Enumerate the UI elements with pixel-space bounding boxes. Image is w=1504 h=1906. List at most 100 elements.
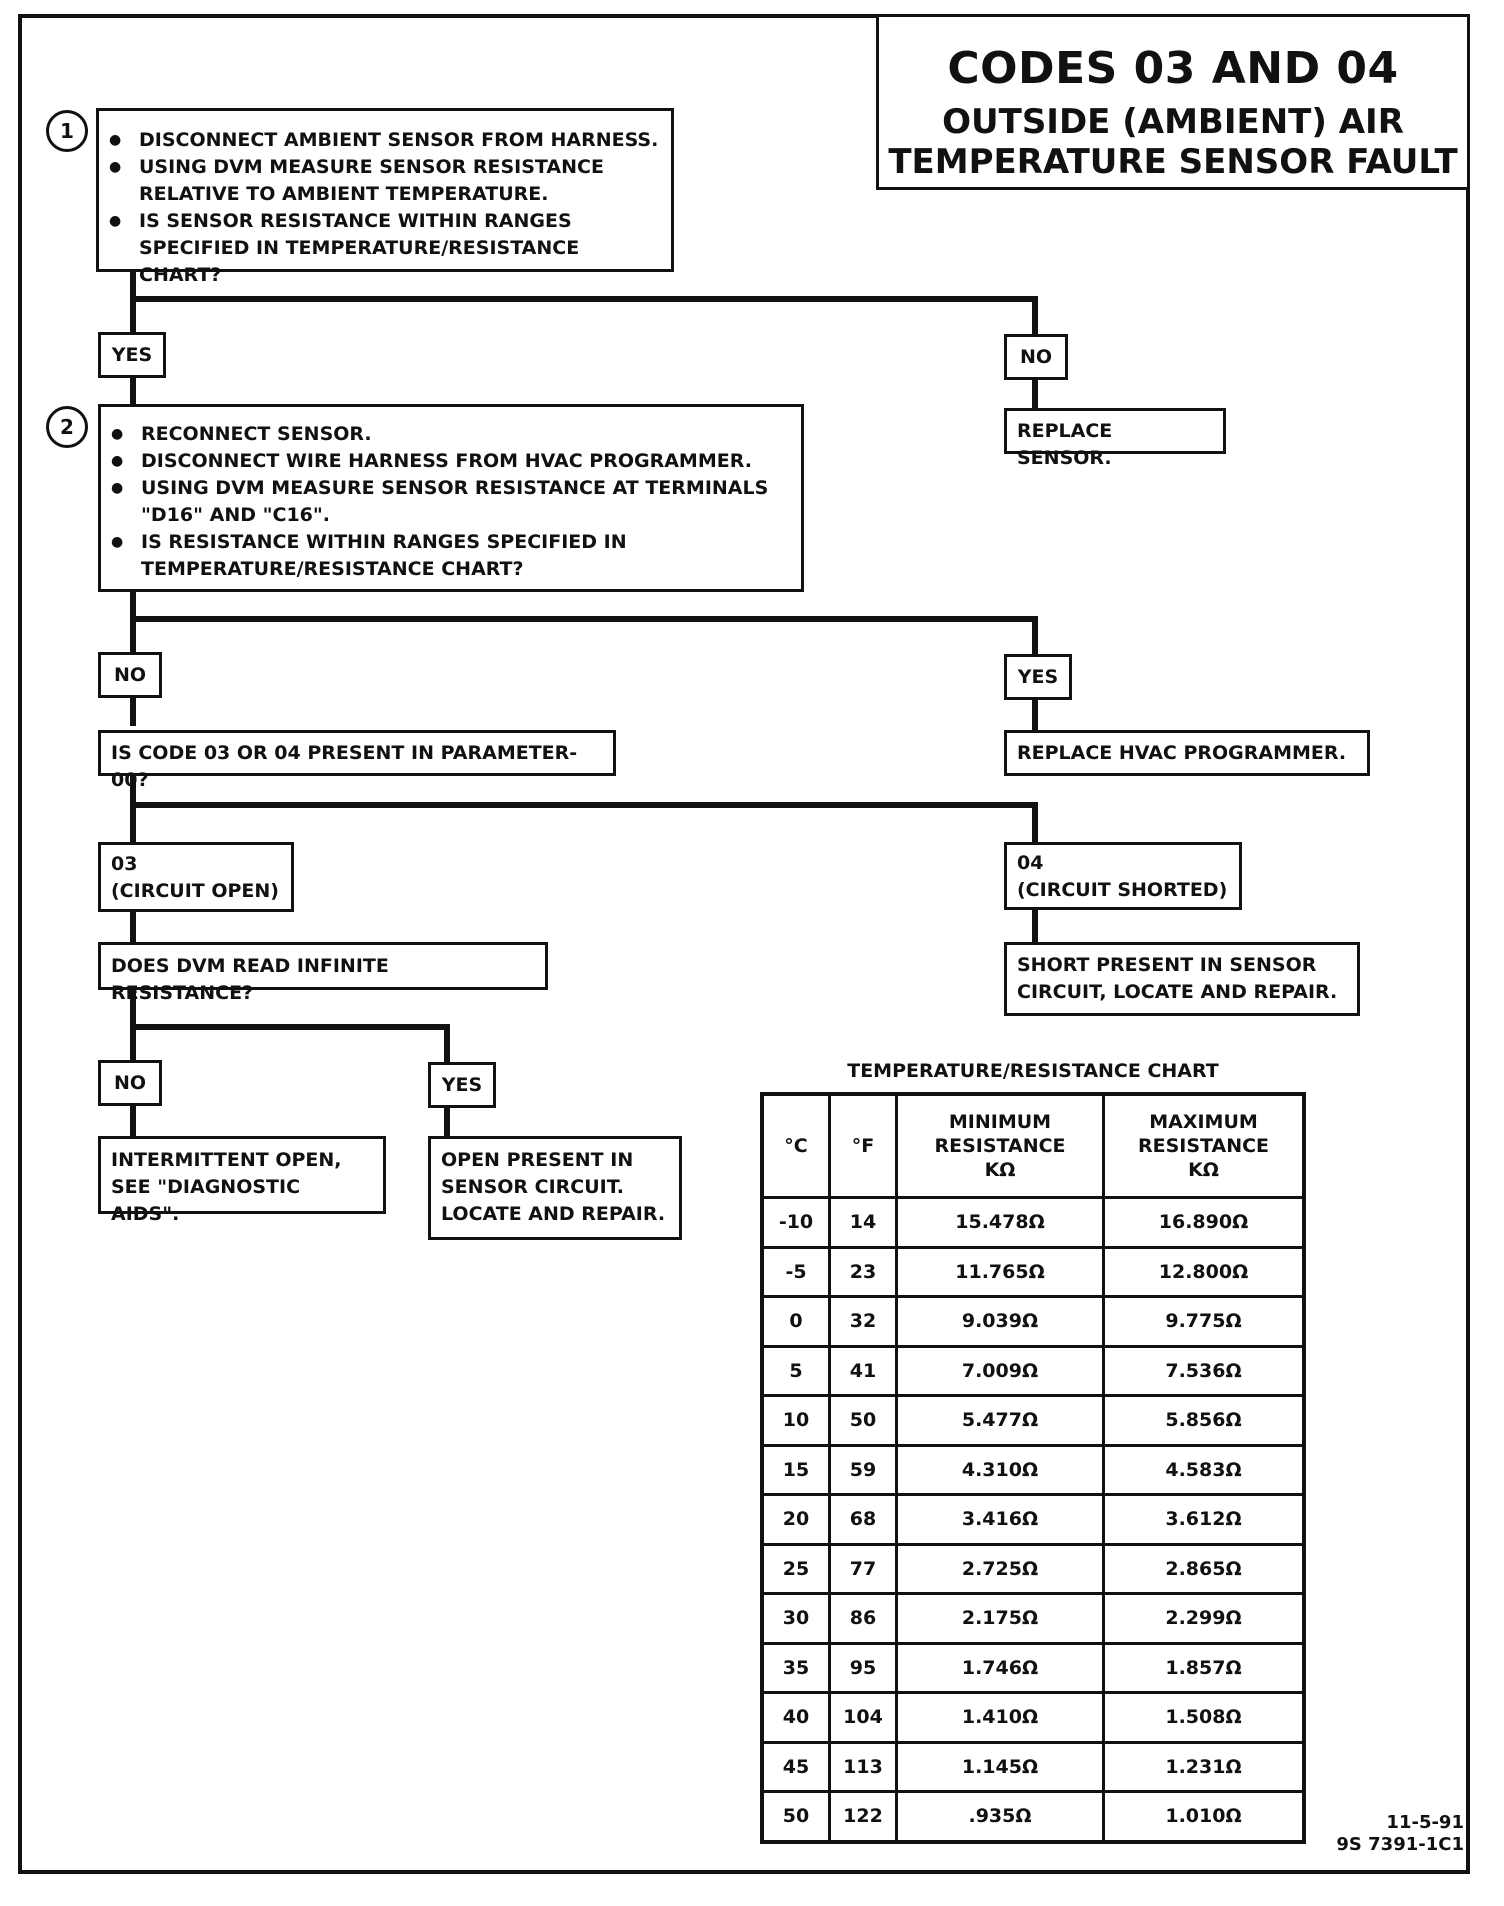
header-max-resistance: MAXIMUM RESISTANCE KΩ	[1102, 1092, 1306, 1199]
cell-min-resistance: 1.410Ω	[895, 1691, 1105, 1744]
subtitle-line-2: TEMPERATURE SENSOR FAULT	[888, 142, 1458, 182]
cell-fahrenheit: 23	[828, 1245, 898, 1298]
cell-celsius: 30	[760, 1592, 831, 1645]
cell-min-resistance: .935Ω	[895, 1790, 1105, 1843]
step-2-item: DISCONNECT WIRE HARNESS FROM HVAC PROGRA…	[101, 448, 791, 475]
connector	[444, 1024, 450, 1066]
step-2-item: RECONNECT SENSOR.	[101, 421, 791, 448]
yes-label: YES	[1004, 654, 1072, 700]
cell-max-resistance: 9.775Ω	[1102, 1295, 1306, 1348]
replace-programmer-box: REPLACE HVAC PROGRAMMER.	[1004, 730, 1370, 776]
cell-max-resistance: 1.010Ω	[1102, 1790, 1306, 1843]
cell-fahrenheit: 86	[828, 1592, 898, 1645]
step-2-item: IS RESISTANCE WITHIN RANGES SPECIFIED IN…	[101, 529, 791, 583]
short-present-line: CIRCUIT, LOCATE AND REPAIR.	[1017, 981, 1338, 1003]
cell-min-resistance: 2.725Ω	[895, 1542, 1105, 1595]
cell-fahrenheit: 113	[828, 1740, 898, 1793]
step-2-item: USING DVM MEASURE SENSOR RESISTANCE AT T…	[101, 475, 791, 529]
connector	[1032, 296, 1038, 336]
yes-label: YES	[98, 332, 166, 378]
connector	[444, 1102, 450, 1138]
intermittent-line: SEE "DIAGNOSTIC AIDS".	[111, 1176, 301, 1225]
code-present-text: IS CODE 03 OR 04 PRESENT IN PARAMETER-00…	[111, 742, 578, 791]
code-03-desc: (CIRCUIT OPEN)	[111, 880, 279, 902]
connector	[130, 616, 1038, 622]
cell-fahrenheit: 104	[828, 1691, 898, 1744]
temperature-resistance-table: °C °F MINIMUM RESISTANCE KΩ MAXIMUM RESI…	[760, 1092, 1306, 1844]
dvm-infinite-text: DOES DVM READ INFINITE RESISTANCE?	[111, 955, 389, 1004]
cell-fahrenheit: 41	[828, 1344, 898, 1397]
short-present-line: SHORT PRESENT IN SENSOR	[1017, 954, 1317, 976]
intermittent-line: INTERMITTENT OPEN,	[111, 1149, 342, 1171]
cell-max-resistance: 2.865Ω	[1102, 1542, 1306, 1595]
cell-fahrenheit: 14	[828, 1196, 898, 1249]
cell-max-resistance: 12.800Ω	[1102, 1245, 1306, 1298]
cell-min-resistance: 7.009Ω	[895, 1344, 1105, 1397]
cell-celsius: -10	[760, 1196, 831, 1249]
cell-celsius: -5	[760, 1245, 831, 1298]
cell-fahrenheit: 32	[828, 1295, 898, 1348]
page-subtitle: OUTSIDE (AMBIENT) AIR TEMPERATURE SENSOR…	[879, 102, 1467, 182]
cell-min-resistance: 4.310Ω	[895, 1443, 1105, 1496]
code-04-box: 04 (CIRCUIT SHORTED)	[1004, 842, 1242, 910]
title-box: CODES 03 AND 04 OUTSIDE (AMBIENT) AIR TE…	[876, 14, 1470, 190]
replace-sensor-text: REPLACE SENSOR.	[1017, 420, 1113, 469]
cell-max-resistance: 2.299Ω	[1102, 1592, 1306, 1645]
code-04-number: 04	[1017, 852, 1044, 874]
header-fahrenheit: °F	[828, 1092, 898, 1199]
header-max-resistance-text: MAXIMUM RESISTANCE KΩ	[1137, 1111, 1270, 1181]
cell-max-resistance: 1.231Ω	[1102, 1740, 1306, 1793]
cell-fahrenheit: 68	[828, 1493, 898, 1546]
header-min-resistance-text: MINIMUM RESISTANCE KΩ	[934, 1111, 1066, 1181]
cell-celsius: 15	[760, 1443, 831, 1496]
cell-max-resistance: 3.612Ω	[1102, 1493, 1306, 1546]
cell-celsius: 10	[760, 1394, 831, 1447]
connector	[130, 1100, 136, 1138]
code-03-box: 03 (CIRCUIT OPEN)	[98, 842, 294, 912]
cell-min-resistance: 15.478Ω	[895, 1196, 1105, 1249]
no-label: NO	[98, 652, 162, 698]
cell-min-resistance: 11.765Ω	[895, 1245, 1105, 1298]
step-number-2: 2	[46, 406, 88, 448]
cell-celsius: 0	[760, 1295, 831, 1348]
cell-min-resistance: 1.746Ω	[895, 1641, 1105, 1694]
connector	[130, 908, 136, 942]
no-label: NO	[98, 1060, 162, 1106]
step-1-box: DISCONNECT AMBIENT SENSOR FROM HARNESS. …	[96, 108, 674, 286]
step-2-box: RECONNECT SENSOR. DISCONNECT WIRE HARNES…	[98, 404, 804, 592]
cell-max-resistance: 1.857Ω	[1102, 1641, 1306, 1694]
cell-fahrenheit: 122	[828, 1790, 898, 1843]
connector	[130, 1024, 450, 1030]
cell-min-resistance: 2.175Ω	[895, 1592, 1105, 1645]
cell-fahrenheit: 50	[828, 1394, 898, 1447]
connector	[130, 590, 136, 654]
connector	[130, 296, 1038, 302]
dvm-infinite-box: DOES DVM READ INFINITE RESISTANCE?	[98, 942, 548, 1004]
cell-celsius: 45	[760, 1740, 831, 1793]
page-frame	[18, 14, 1470, 1874]
connector	[1032, 697, 1038, 731]
open-present-box: OPEN PRESENT IN SENSOR CIRCUIT. LOCATE A…	[428, 1136, 682, 1240]
code-03-number: 03	[111, 853, 138, 875]
no-label: NO	[1004, 334, 1068, 380]
cell-fahrenheit: 59	[828, 1443, 898, 1496]
footer-date: 11-5-91	[1386, 1812, 1464, 1833]
step-number-1: 1	[46, 110, 88, 152]
step-1-item: USING DVM MEASURE SENSOR RESISTANCE RELA…	[99, 154, 661, 208]
cell-min-resistance: 5.477Ω	[895, 1394, 1105, 1447]
replace-sensor-box: REPLACE SENSOR.	[1004, 408, 1226, 469]
connector	[1032, 906, 1038, 942]
cell-celsius: 25	[760, 1542, 831, 1595]
header-min-resistance: MINIMUM RESISTANCE KΩ	[895, 1092, 1105, 1199]
cell-min-resistance: 1.145Ω	[895, 1740, 1105, 1793]
open-present-line: OPEN PRESENT IN	[441, 1149, 634, 1171]
short-present-box: SHORT PRESENT IN SENSOR CIRCUIT, LOCATE …	[1004, 942, 1360, 1016]
